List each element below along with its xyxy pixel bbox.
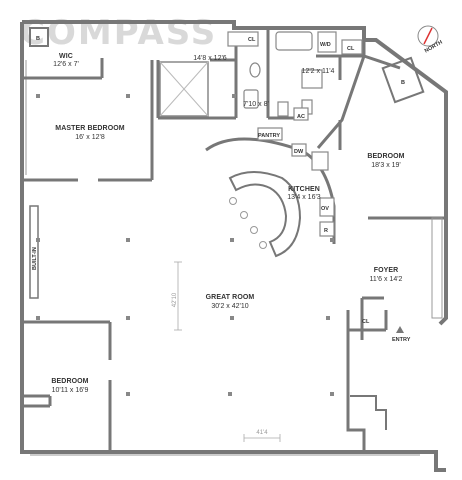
watermark-logo: COMPASS (20, 13, 217, 53)
room-dim-bedroom-sw: 10'11 x 16'9 (52, 387, 89, 394)
kitchen-island (228, 171, 302, 258)
dishwasher-label: DW (294, 149, 304, 155)
room-dim-bath2: 12'2 x 11'4 (302, 68, 335, 75)
bath-b-east (381, 56, 425, 104)
room-name-master: MASTER BEDROOM (55, 125, 125, 132)
measure-horizontal: 41'4 (256, 430, 268, 436)
closet-label-3: CL (362, 319, 370, 325)
room-name-wic: WIC (59, 53, 73, 60)
room-name-great: GREAT ROOM (206, 294, 255, 301)
compass-rose: NORTH (417, 25, 444, 54)
built-in-cabinet (29, 205, 39, 299)
oven-label: OV (321, 206, 329, 212)
dimension-lines (174, 261, 281, 442)
exterior-walls (20, 20, 448, 472)
room-name-bedroom-east: BEDROOM (367, 153, 404, 160)
room-dim-foyer: 11'6 x 14'2 (370, 276, 403, 283)
measure-vertical: 42'10 (172, 292, 178, 307)
compass-label: NORTH (424, 39, 444, 54)
entry-label: ENTRY (392, 337, 411, 343)
structural-columns (36, 94, 334, 396)
bath-label-east: B (401, 80, 405, 86)
built-in-label: BUILT-IN (32, 247, 38, 270)
room-dim-wic: 12'6 x 7' (53, 61, 79, 68)
washer-dryer-label: W/D (320, 42, 331, 48)
bath-fixtures (227, 31, 363, 117)
shower-enclosure (159, 61, 209, 117)
bath-label-west: B (36, 36, 40, 42)
fridge-label: R (324, 228, 328, 234)
room-name-kitchen: KITCHEN (288, 186, 320, 193)
closet-label-2: CL (347, 46, 355, 52)
entry-marker (396, 326, 404, 333)
room-dim-master: 16' x 12'8 (75, 134, 105, 141)
bath-b-west (29, 27, 49, 47)
room-name-bedroom-sw: BEDROOM (51, 378, 88, 385)
foyer-closet-strip (431, 217, 443, 319)
room-dim-bath1: 14'8 x 12'6 (193, 55, 227, 62)
closet-label-1: CL (248, 37, 256, 43)
room-dim-bath3: 7'10 x 8' (243, 101, 269, 108)
pantry-label: PANTRY (258, 133, 280, 139)
ac-label: AC (297, 114, 305, 120)
kitchen-appliances (257, 107, 335, 237)
room-dim-great: 30'2 x 42'10 (211, 303, 248, 310)
room-dim-bedroom-east: 18'3 x 19' (371, 162, 401, 169)
room-name-foyer: FOYER (374, 267, 399, 274)
room-dim-kitchen: 13'4 x 16'3 (287, 194, 321, 201)
